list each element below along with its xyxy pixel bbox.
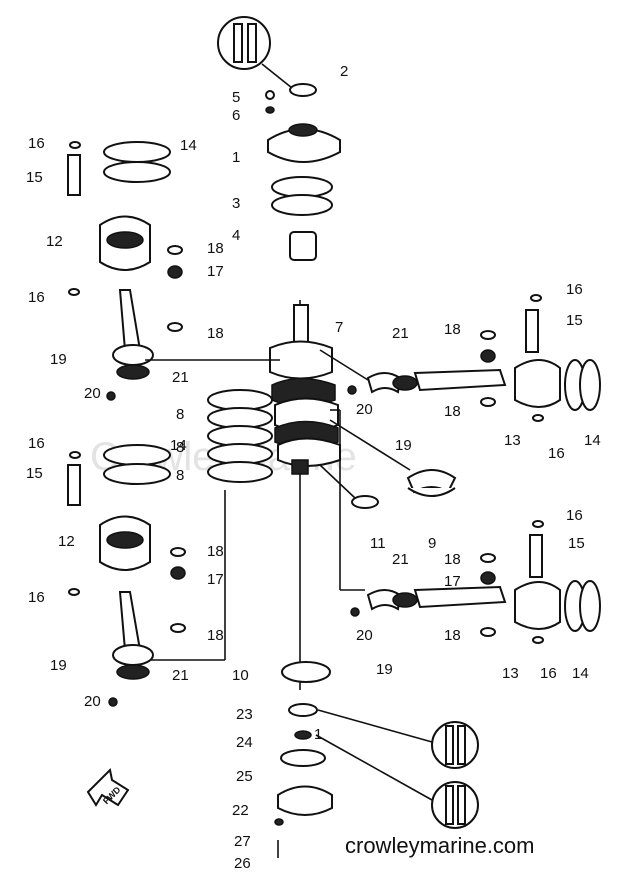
part-label-2: 2 <box>340 63 348 80</box>
part-label-27: 27 <box>234 833 251 850</box>
part-label-6: 6 <box>232 107 240 124</box>
part-label-17: 17 <box>207 263 224 280</box>
part-label-8: 8 <box>176 406 184 423</box>
right-lower-piston-assembly <box>350 520 601 644</box>
part-label-19: 19 <box>376 661 393 678</box>
part-label-21: 21 <box>392 325 409 342</box>
main-bearing-halves <box>351 469 457 509</box>
detail-circle-top <box>217 16 293 89</box>
part-label-18: 18 <box>444 403 461 420</box>
part-label-18: 18 <box>444 321 461 338</box>
piston-ring-stack <box>207 389 273 483</box>
part-label-23: 23 <box>236 706 253 723</box>
part-label-19: 19 <box>50 351 67 368</box>
part-label-14: 14 <box>180 137 197 154</box>
part-label-16: 16 <box>28 589 45 606</box>
callout-leader-lines <box>145 349 411 661</box>
part-label-16: 16 <box>28 135 45 152</box>
part-label-18: 18 <box>207 543 224 560</box>
part-label-16: 16 <box>566 281 583 298</box>
part-label-12: 12 <box>58 533 75 550</box>
part-label-1: 1 <box>232 149 240 166</box>
part-label-15: 15 <box>26 169 43 186</box>
part-label-20: 20 <box>84 385 101 402</box>
fwd-arrow-icon: FWD <box>86 767 130 807</box>
part-label-16: 16 <box>28 435 45 452</box>
part-label-12: 12 <box>46 233 63 250</box>
part-label-19: 19 <box>50 657 67 674</box>
part-label-18: 18 <box>207 627 224 644</box>
part-label-17: 17 <box>207 571 224 588</box>
detail-circle-lower-2 <box>315 734 479 829</box>
upper-bearing-housing <box>265 83 341 261</box>
part-label-8: 8 <box>176 467 184 484</box>
part-label-19: 19 <box>395 437 412 454</box>
part-label-14: 14 <box>584 432 601 449</box>
detail-circle-lower-1 <box>317 709 479 769</box>
part-label-1: 1 <box>314 726 322 743</box>
part-label-20: 20 <box>356 627 373 644</box>
part-label-18: 18 <box>444 627 461 644</box>
crankshaft <box>269 300 341 690</box>
part-label-25: 25 <box>236 768 253 785</box>
part-label-5: 5 <box>232 89 240 106</box>
part-label-14: 14 <box>572 665 589 682</box>
part-label-3: 3 <box>232 195 240 212</box>
part-label-22: 22 <box>232 802 249 819</box>
part-label-20: 20 <box>84 693 101 710</box>
part-label-21: 21 <box>172 667 189 684</box>
part-label-13: 13 <box>504 432 521 449</box>
part-label-15: 15 <box>568 535 585 552</box>
part-label-4: 4 <box>232 227 240 244</box>
part-label-15: 15 <box>566 312 583 329</box>
part-label-9: 9 <box>428 535 436 552</box>
part-label-24: 24 <box>236 734 253 751</box>
part-label-16: 16 <box>540 665 557 682</box>
right-upper-piston-assembly <box>347 294 601 422</box>
left-upper-piston-assembly <box>67 141 183 401</box>
part-label-17: 17 <box>444 573 461 590</box>
part-label-16: 16 <box>548 445 565 462</box>
part-label-15: 15 <box>26 465 43 482</box>
part-label-21: 21 <box>392 551 409 568</box>
part-label-16: 16 <box>566 507 583 524</box>
part-label-18: 18 <box>207 240 224 257</box>
part-label-16: 16 <box>28 289 45 306</box>
left-lower-piston-assembly <box>67 444 186 707</box>
part-label-7: 7 <box>335 319 343 336</box>
part-label-8: 8 <box>176 439 184 456</box>
part-label-10: 10 <box>232 667 249 684</box>
part-label-14: 14 <box>170 437 187 454</box>
lower-bearing-housing <box>274 661 333 858</box>
part-label-21: 21 <box>172 369 189 386</box>
part-label-18: 18 <box>207 325 224 342</box>
part-label-18: 18 <box>444 551 461 568</box>
part-label-11: 11 <box>370 535 386 552</box>
part-label-26: 26 <box>234 855 251 872</box>
website-text: crowleymarine.com <box>345 833 535 858</box>
part-label-13: 13 <box>502 665 519 682</box>
part-label-20: 20 <box>356 401 373 418</box>
